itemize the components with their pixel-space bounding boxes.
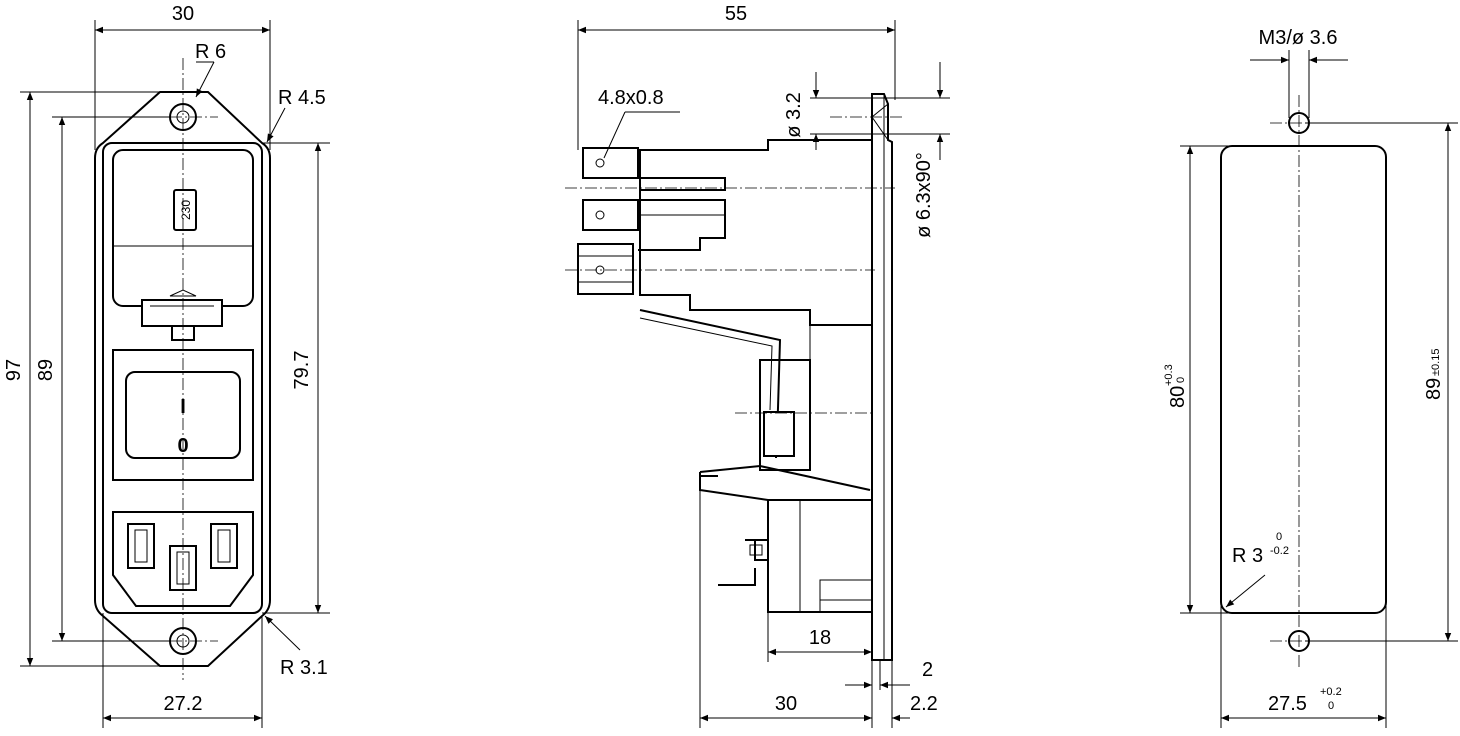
dim-27-5-tol-upper: +0.2 bbox=[1320, 686, 1342, 698]
radius-r3-tol-upper: 0 bbox=[1276, 531, 1282, 543]
dim-89-tol: ±0.15 bbox=[1430, 349, 1442, 376]
terminal-upper bbox=[582, 147, 639, 179]
side-view: 55 4.8x0.8 ø 3.2 ø 6.3x90° 18 2 30 2.2 bbox=[565, 3, 950, 728]
terminal-size: 4.8x0.8 bbox=[598, 87, 664, 109]
panel-cutout bbox=[1220, 145, 1387, 614]
side-body-upper bbox=[639, 139, 872, 326]
dim-27-2: 27.2 bbox=[164, 693, 203, 715]
fuse-drawer-latch bbox=[141, 299, 223, 327]
dim-2: 2 bbox=[922, 659, 933, 681]
dim-55: 55 bbox=[725, 3, 747, 25]
radius-r3-1: R 3.1 bbox=[280, 657, 328, 679]
side-flange bbox=[871, 93, 893, 661]
dim-2-2: 2.2 bbox=[910, 693, 938, 715]
side-body-lower bbox=[699, 464, 872, 610]
dim-hole-3-2: ø 3.2 bbox=[783, 92, 805, 138]
voltage-label: 230 bbox=[179, 200, 193, 220]
inlet-pin-left bbox=[127, 523, 155, 569]
voltage-selector bbox=[173, 189, 197, 231]
dim-97: 97 bbox=[3, 359, 25, 381]
dim-27-5-tol-lower: 0 bbox=[1328, 700, 1334, 712]
terminal-lower bbox=[577, 243, 634, 295]
dim-countersink: ø 6.3x90° bbox=[913, 152, 935, 238]
radius-r3-tol-lower: -0.2 bbox=[1270, 545, 1289, 557]
dim-89-cutout: 89 bbox=[1423, 378, 1445, 400]
dim-18: 18 bbox=[809, 627, 831, 649]
radius-r3: R 3 bbox=[1232, 545, 1263, 567]
terminal-middle bbox=[582, 199, 639, 231]
dim-27-5: 27.5 bbox=[1268, 693, 1307, 715]
cutout-view: M3/ø 3.6 80 +0.3 0 89 ±0.15 R 3 0 -0.2 2… bbox=[1163, 27, 1458, 728]
radius-r4-5: R 4.5 bbox=[278, 87, 326, 109]
dim-80-tol-upper: +0.3 bbox=[1163, 364, 1175, 386]
inlet-pin-right bbox=[210, 523, 238, 569]
dim-screw: M3/ø 3.6 bbox=[1259, 27, 1338, 49]
dim-30-side: 30 bbox=[775, 693, 797, 715]
front-view: 230 I 0 bbox=[3, 3, 330, 728]
iec-inlet bbox=[112, 511, 254, 607]
dim-80: 80 bbox=[1167, 386, 1189, 408]
front-body bbox=[102, 142, 263, 614]
dim-80-tol-lower: 0 bbox=[1175, 377, 1187, 383]
radius-r6: R 6 bbox=[195, 41, 226, 63]
front-flange-outline bbox=[94, 91, 271, 667]
dim-79-7: 79.7 bbox=[291, 351, 313, 390]
dim-30-top: 30 bbox=[172, 3, 194, 25]
dim-89-front: 89 bbox=[35, 359, 57, 381]
